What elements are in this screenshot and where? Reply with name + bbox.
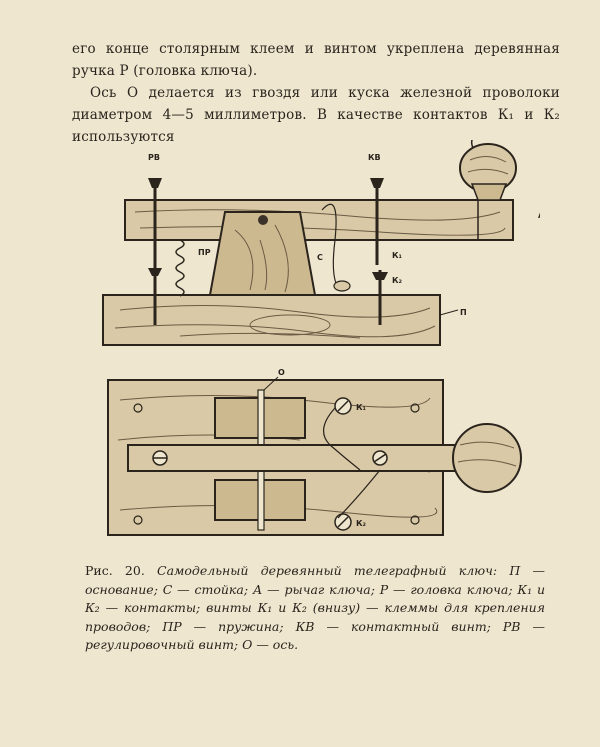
lever-side (124, 199, 514, 241)
lever-top (127, 444, 459, 472)
wire (321, 203, 341, 291)
label-rv: РВ (148, 153, 160, 162)
label-k1-top: К₁ (356, 403, 367, 412)
label-a: А (538, 211, 540, 220)
label-o: О (278, 368, 285, 377)
caption-text: Самодельный деревянный телеграфный ключ:… (85, 563, 545, 652)
label-pr: ПР (198, 248, 211, 257)
label-k2-top: К₂ (356, 519, 367, 528)
handle-knob-top (452, 423, 522, 493)
post-side (208, 211, 317, 296)
wood-grain (114, 304, 436, 339)
telegraph-key-illustration: РВ КВ Р А ПР С К₁ К₂ П (102, 140, 540, 536)
label-k1-side: К₁ (392, 251, 403, 260)
figure-telegraph-key: РВ КВ Р А ПР С К₁ К₂ П (60, 140, 540, 560)
label-s: С (317, 253, 323, 262)
paragraph-2: Ось О делается из гвоздя или куска желез… (72, 85, 560, 145)
label-k2-side: К₂ (392, 276, 403, 285)
axis-pin (258, 215, 268, 225)
body-text: его конце столярным клеем и винтом укреп… (72, 38, 560, 148)
label-p: П (460, 308, 467, 317)
label-kv: КВ (368, 153, 381, 162)
paragraph-1: его конце столярным клеем и винтом укреп… (72, 41, 560, 79)
figure-caption: Рис. 20. Самодельный деревянный телеграф… (85, 562, 545, 655)
spring (175, 239, 185, 297)
caption-number: Рис. 20. (85, 563, 145, 578)
